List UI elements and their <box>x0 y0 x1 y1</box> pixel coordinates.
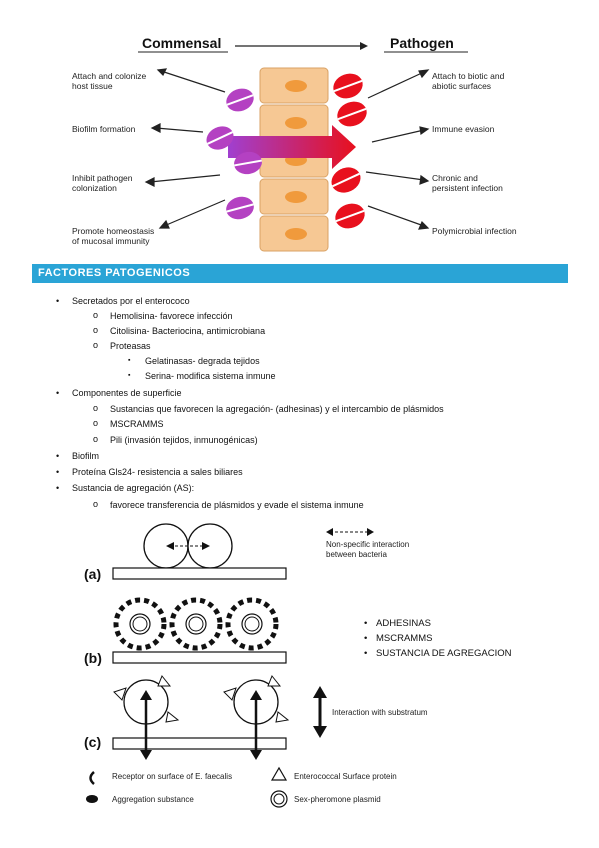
panel-c-graphic <box>112 675 327 760</box>
list-item: Sustancias que favorecen la agregación- … <box>93 402 444 415</box>
list-item: favorece transferencia de plásmidos y ev… <box>93 498 364 511</box>
commensal-heading: Commensal <box>142 35 222 51</box>
nonspecific-label: Non-specific interaction between bacteri… <box>326 540 410 559</box>
label-attach-colonize: Attach and colonize host tissue <box>72 71 147 91</box>
right-arrows <box>365 69 430 230</box>
list-item: Biofilm <box>56 450 99 462</box>
list-item: Citolisina- Bacteriocina, antimicrobiana <box>93 324 265 337</box>
list-item: SUSTANCIA DE AGREGACION <box>364 648 511 659</box>
list-item: Gelatinasas- degrada tejidos <box>128 355 260 367</box>
legend-aggregation: Aggregation substance <box>112 795 194 804</box>
list-item: Hemolisina- favorece infección <box>93 309 233 322</box>
list-item: MSCRAMMS <box>364 633 433 644</box>
label-biofilm: Biofilm formation <box>72 124 136 134</box>
list-item: MSCRAMMS <box>93 417 163 430</box>
section-title: FACTORES PATOGENICOS <box>38 267 191 279</box>
list-item: Proteasas <box>93 339 150 352</box>
list-item: Pili (invasión tejidos, inmunogénicas) <box>93 433 258 446</box>
aggregation-graphic <box>86 523 374 808</box>
pathogen-heading: Pathogen <box>390 35 454 51</box>
label-chronic: Chronic and persistent infection <box>432 173 503 193</box>
list-item: Serina- modifica sistema inmune <box>128 370 276 382</box>
legend-receptor: Receptor on surface of E. faecalis <box>112 772 233 781</box>
legend-surface-protein: Enterococcal Surface protein <box>294 772 397 781</box>
label-polymicrobial: Polymicrobial infection <box>432 226 517 236</box>
list-item: Sustancia de agregación (AS): <box>56 482 194 494</box>
legend-plasmid: Sex-pheromone plasmid <box>294 795 381 804</box>
legend-symbols <box>86 766 288 808</box>
panel-a-graphic <box>112 523 374 580</box>
label-attach-surfaces: Attach to biotic and abiotic surfaces <box>432 71 505 91</box>
pathogen-bacteria <box>331 73 367 229</box>
label-homeostasis: Promote homeostasis of mucosal immunity <box>72 226 155 246</box>
aggregation-figure: (a) (b) (c) Non-specific interaction bet… <box>70 522 570 822</box>
panel-b-label: (b) <box>84 650 102 666</box>
section-banner: FACTORES PATOGENICOS <box>32 264 568 283</box>
epithelial-cells <box>259 67 329 252</box>
label-inhibit: Inhibit pathogen colonization <box>72 173 133 193</box>
list-item: Secretados por el enterococo <box>56 295 190 307</box>
panel-b-graphic <box>112 597 287 664</box>
panel-c-label: (c) <box>84 734 102 750</box>
list-item: Componentes de superficie <box>56 387 182 399</box>
panel-a-label: (a) <box>84 566 102 582</box>
commensal-bacteria <box>206 88 262 220</box>
figure-graphic <box>138 42 468 252</box>
label-immune-evasion: Immune evasion <box>432 124 495 134</box>
interaction-label: Interaction with substratum <box>332 708 428 717</box>
commensal-pathogen-figure: Commensal Pathogen Attach and colonize h… <box>60 30 540 262</box>
left-arrows <box>144 68 226 229</box>
list-item: Proteína Gls24- resistencia a sales bili… <box>56 466 243 478</box>
list-item: ADHESINAS <box>364 618 431 629</box>
